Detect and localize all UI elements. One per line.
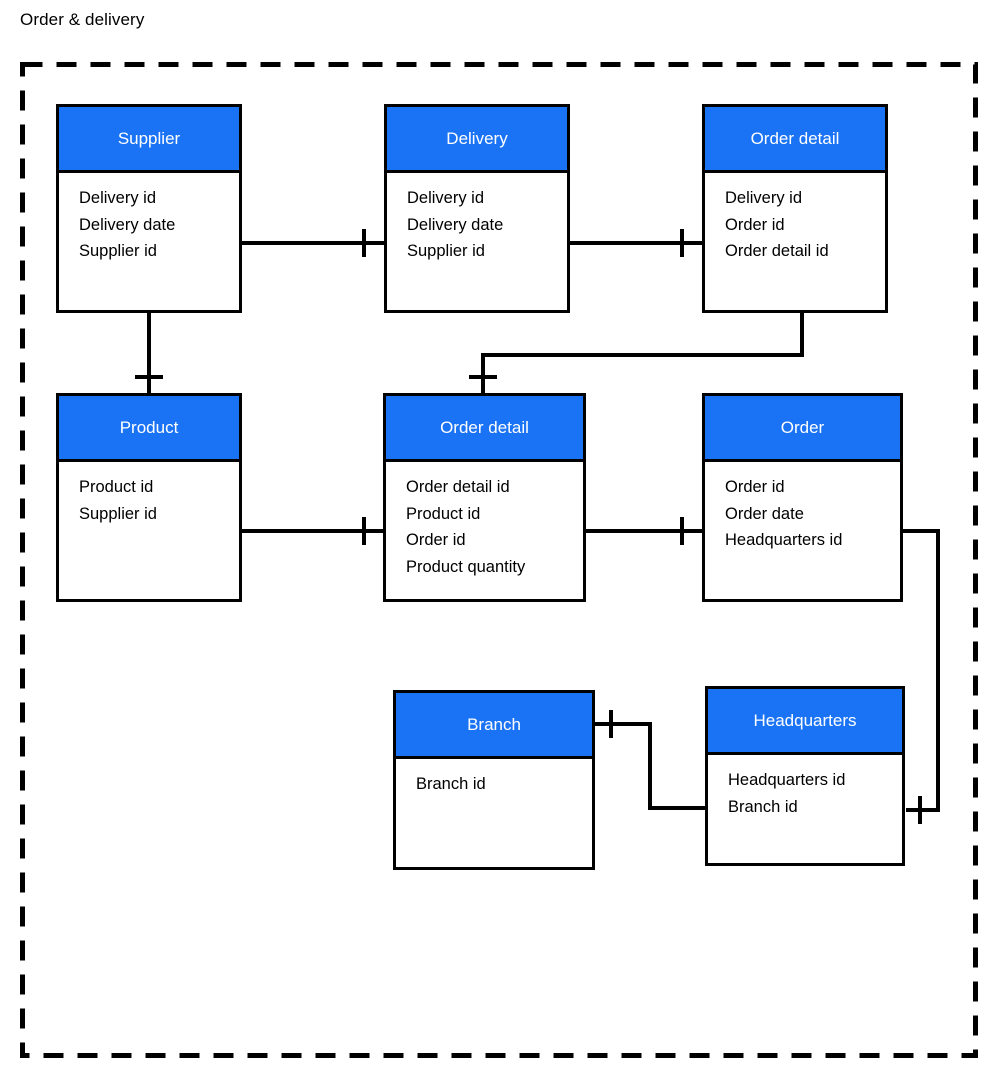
attribute-row: Branch id	[728, 797, 798, 816]
attribute-row: Supplier id	[407, 242, 485, 260]
connector-product-order-detail-mid	[241, 517, 383, 545]
attribute-row: Headquarters id	[728, 771, 846, 789]
entity-product-attributes: Product id Supplier id	[59, 462, 239, 527]
entity-headquarters-attributes: Headquarters id Branch id	[708, 755, 902, 820]
attribute-row: Product quantity	[406, 557, 526, 576]
entity-order-header: Order	[705, 396, 900, 462]
entity-order-detail-mid-header: Order detail	[386, 396, 583, 462]
attribute-row: Product id	[406, 504, 481, 523]
attribute-row: Headquarters id	[725, 531, 843, 549]
entity-order-title: Order	[780, 418, 825, 437]
entity-branch-header: Branch	[396, 693, 592, 759]
attribute-row: Order id	[725, 478, 785, 496]
entity-delivery-title: Delivery	[446, 129, 508, 148]
attribute-row: Order date	[725, 504, 804, 523]
connector-order-headquarters	[902, 529, 940, 824]
entity-product-header: Product	[59, 396, 239, 462]
entity-order-detail-top-title: Order detail	[750, 129, 840, 148]
entity-delivery[interactable]: Delivery Delivery id Delivery date Suppl…	[384, 104, 570, 313]
entity-order-detail-top[interactable]: Order detail Delivery id Order id Order …	[702, 104, 888, 313]
entity-headquarters-title: Headquarters	[753, 711, 857, 730]
attribute-row: Supplier id	[79, 242, 157, 260]
entity-supplier[interactable]: Supplier Delivery id Delivery date Suppl…	[56, 104, 242, 313]
entity-branch[interactable]: Branch Branch id	[393, 690, 595, 870]
entity-order-detail-top-header: Order detail	[705, 107, 885, 173]
entity-delivery-header: Delivery	[387, 107, 567, 173]
entity-supplier-title: Supplier	[117, 129, 181, 148]
attribute-row: Delivery id	[79, 189, 157, 207]
attribute-row: Product id	[79, 478, 154, 496]
attribute-row: Delivery date	[79, 215, 176, 234]
attribute-row: Delivery id	[407, 189, 485, 207]
attribute-row: Supplier id	[79, 504, 157, 523]
entity-order[interactable]: Order Order id Order date Headquarters i…	[702, 393, 903, 602]
connector-order-detail-mid-order	[585, 517, 702, 545]
connector-branch-headquarters	[595, 710, 705, 810]
attribute-row: Order detail id	[725, 242, 829, 260]
attribute-row: Delivery id	[725, 189, 803, 207]
entity-order-detail-mid-attributes: Order detail id Product id Order id Prod…	[386, 462, 583, 580]
entity-order-detail-mid-title: Order detail	[440, 418, 529, 437]
entity-supplier-header: Supplier	[59, 107, 239, 173]
entity-order-attributes: Order id Order date Headquarters id	[705, 462, 900, 554]
connector-delivery-order-detail-top	[569, 229, 702, 257]
attribute-row: Delivery date	[407, 215, 504, 234]
attribute-row: Order id	[725, 215, 785, 234]
attribute-row: Order detail id	[406, 478, 510, 496]
connector-supplier-delivery	[241, 229, 384, 257]
entity-headquarters-header: Headquarters	[708, 689, 902, 755]
connector-supplier-product	[135, 312, 163, 394]
entity-delivery-attributes: Delivery id Delivery date Supplier id	[387, 173, 567, 265]
entity-order-detail-top-attributes: Delivery id Order id Order detail id	[705, 173, 885, 265]
page-title: Order & delivery	[20, 10, 145, 29]
entity-branch-title: Branch	[467, 715, 521, 734]
entity-supplier-attributes: Delivery id Delivery date Supplier id	[59, 173, 239, 265]
entity-order-detail-mid[interactable]: Order detail Order detail id Product id …	[383, 393, 586, 602]
attribute-row: Order id	[406, 531, 466, 549]
entity-branch-attributes: Branch id	[396, 759, 592, 798]
attribute-row: Branch id	[416, 775, 486, 793]
entity-headquarters[interactable]: Headquarters Headquarters id Branch id	[705, 686, 905, 866]
entity-product[interactable]: Product Product id Supplier id	[56, 393, 242, 602]
connector-order-detail-top-order-detail-mid	[469, 312, 804, 394]
entity-product-title: Product	[119, 418, 179, 437]
